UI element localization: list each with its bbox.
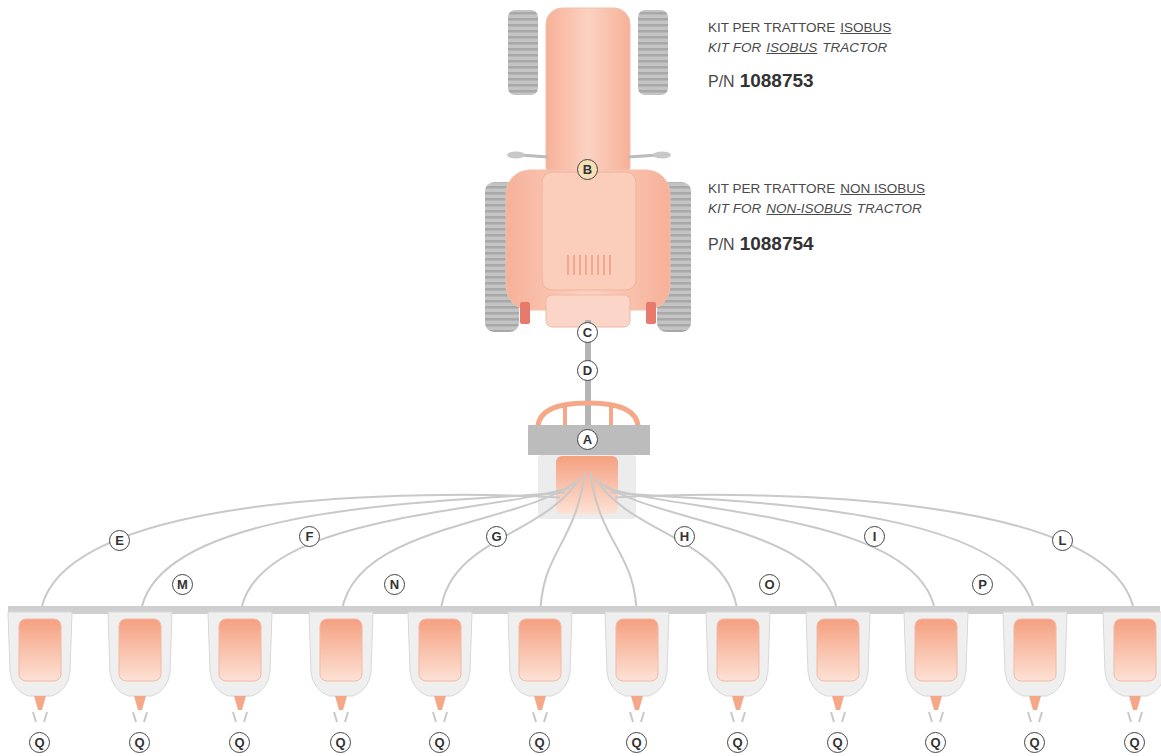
- row-unit: [408, 612, 472, 722]
- kit-text: P/N 1088753: [708, 70, 814, 92]
- callout-letter: M: [172, 574, 193, 595]
- row-unit: [605, 612, 669, 722]
- kit-label: TRACTOR: [857, 201, 922, 216]
- row-unit: [806, 612, 870, 722]
- kit-text: P/N 1088754: [708, 233, 814, 255]
- cable: [540, 473, 585, 623]
- row-unit: [706, 612, 770, 722]
- cable: [600, 483, 838, 623]
- row-unit: [8, 612, 72, 722]
- kit-label: NON ISOBUS: [840, 181, 925, 196]
- kit-text: KIT FOR ISOBUS TRACTOR: [708, 40, 887, 55]
- callout-letter: Q: [429, 732, 450, 753]
- kit-label: ISOBUS: [766, 40, 817, 55]
- part-number: 1088754: [740, 233, 814, 255]
- planter-bar: [8, 606, 1160, 614]
- cable: [615, 495, 1135, 622]
- callout-letter: Q: [129, 732, 150, 753]
- row-units: [8, 612, 1161, 722]
- callout-letter: P: [972, 574, 993, 595]
- callout-letter: C: [577, 322, 598, 343]
- callout-letter: H: [674, 526, 695, 547]
- cable: [610, 493, 1035, 623]
- kit-text: KIT FOR NON-ISOBUS TRACTOR: [708, 201, 922, 216]
- kit-label: KIT PER TRATTORE: [708, 20, 835, 35]
- callout-letter: Q: [727, 732, 748, 753]
- callout-letter: G: [486, 526, 507, 547]
- kit-label: KIT FOR: [708, 40, 761, 55]
- callout-letter: Q: [626, 732, 647, 753]
- part-number: 1088753: [740, 70, 814, 92]
- callout-letter: Q: [529, 732, 550, 753]
- callout-letter: Q: [330, 732, 351, 753]
- callout-letter: A: [577, 429, 598, 450]
- callout-letter: Q: [1124, 732, 1145, 753]
- callout-letter: Q: [1024, 732, 1045, 753]
- callout-letter: B: [577, 159, 598, 180]
- callout-letter: L: [1052, 530, 1073, 551]
- row-unit: [508, 612, 572, 722]
- cable: [40, 495, 560, 622]
- kit-label: P/N: [708, 73, 735, 91]
- row-unit: [309, 612, 373, 722]
- row-unit: [208, 612, 272, 722]
- row-unit: [904, 612, 968, 722]
- kit-label: P/N: [708, 236, 735, 254]
- kit-label: TRACTOR: [822, 40, 887, 55]
- callout-letter: D: [577, 360, 598, 381]
- cable: [341, 483, 575, 623]
- row-unit: [1003, 612, 1067, 722]
- kit-label: NON-ISOBUS: [766, 201, 852, 216]
- callout-letter: Q: [229, 732, 250, 753]
- callout-letter: I: [864, 526, 885, 547]
- cable: [605, 488, 936, 623]
- kit-label: KIT PER TRATTORE: [708, 181, 835, 196]
- callout-letter: Q: [29, 732, 50, 753]
- callout-letter: E: [109, 530, 130, 551]
- callout-letter: N: [384, 574, 405, 595]
- row-unit: [1103, 612, 1161, 722]
- cables: [40, 473, 1135, 623]
- callout-letter: Q: [827, 732, 848, 753]
- callout-letter: O: [759, 574, 780, 595]
- kit-text: KIT PER TRATTORE NON ISOBUS: [708, 181, 925, 196]
- kit-text: KIT PER TRATTORE ISOBUS: [708, 20, 891, 35]
- tractor: [485, 8, 691, 428]
- kit-label: KIT FOR: [708, 201, 761, 216]
- callout-letter: Q: [925, 732, 946, 753]
- row-unit: [108, 612, 172, 722]
- callout-letter: F: [299, 526, 320, 547]
- kit-label: ISOBUS: [840, 20, 891, 35]
- hitch-module: [528, 403, 650, 519]
